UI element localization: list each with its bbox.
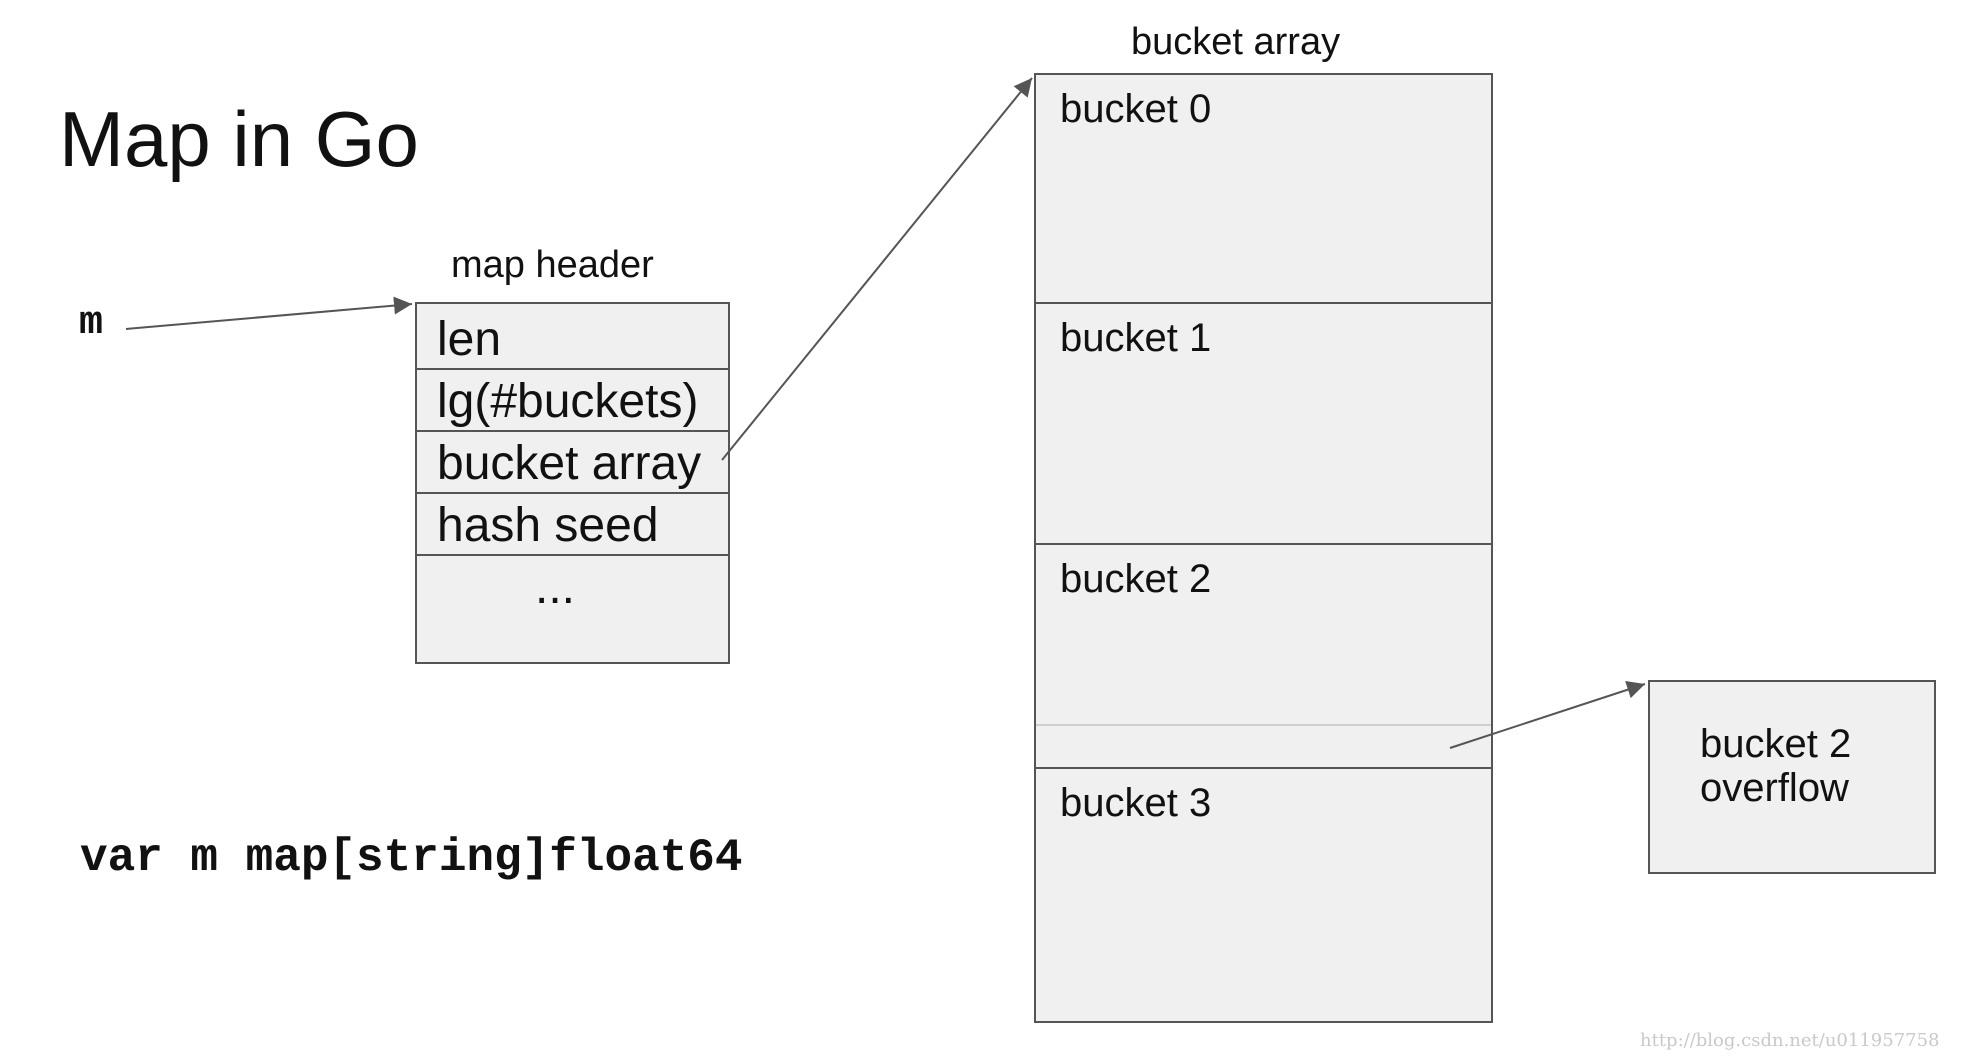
go-declaration: var m map[string]float64 (80, 832, 743, 884)
watermark: http://blog.csdn.net/u011957758 (1640, 1030, 1940, 1051)
arrow-m-to-header (125, 296, 413, 330)
bucket-array-label: bucket array (1131, 21, 1341, 63)
bucket-1: bucket 1 (1036, 304, 1491, 545)
header-field-label: lg(#buckets) (437, 375, 699, 428)
overflow-label-line2: overflow (1700, 766, 1849, 810)
arrow-header-to-bucket-array (721, 77, 1033, 461)
header-field-label: len (437, 313, 502, 366)
header-field-ellipsis: ... (417, 556, 728, 662)
header-field-hash-seed: hash seed (417, 494, 728, 556)
header-field-len: len (417, 304, 728, 370)
overflow-label-line1: bucket 2 (1700, 722, 1852, 766)
diagram-title: Map in Go (59, 95, 419, 183)
header-field-lg-buckets: lg(#buckets) (417, 370, 728, 432)
bucket-label: bucket 3 (1060, 781, 1212, 825)
bucket-label: bucket 2 (1060, 557, 1212, 601)
header-field-label: bucket array (437, 437, 702, 490)
bucket-3: bucket 3 (1036, 769, 1491, 1021)
arrow-bucket2-to-overflow (1449, 681, 1646, 749)
bucket-2: bucket 2 (1036, 545, 1491, 769)
bucket-array-box: bucket 0 bucket 1 bucket 2 bucket 3 (1034, 73, 1493, 1023)
map-header-label: map header (451, 244, 654, 286)
header-field-label: ... (535, 561, 576, 614)
bucket-2-overflow-pointer-divider (1036, 724, 1491, 726)
variable-m-label: m (79, 301, 104, 346)
bucket-label: bucket 0 (1060, 87, 1212, 131)
header-field-label: hash seed (437, 499, 659, 552)
overflow-bucket-box: bucket 2 overflow (1648, 680, 1936, 874)
header-field-bucket-array: bucket array (417, 432, 728, 494)
map-header-box: len lg(#buckets) bucket array hash seed … (415, 302, 730, 664)
bucket-0: bucket 0 (1036, 75, 1491, 304)
bucket-label: bucket 1 (1060, 316, 1212, 360)
